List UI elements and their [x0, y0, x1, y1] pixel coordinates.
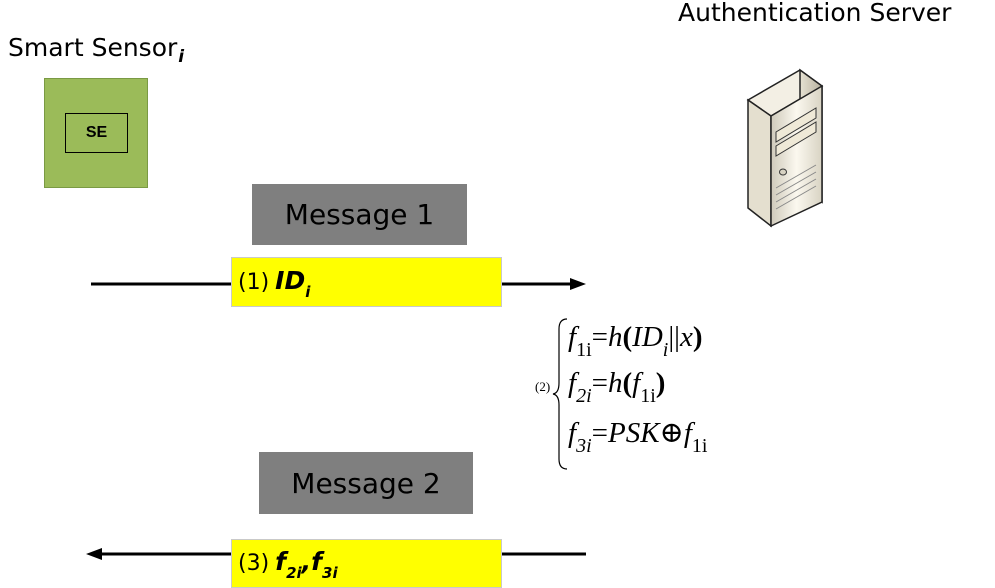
formula-line-1: f1i=h(IDi||x)	[568, 321, 703, 361]
smart-sensor-node: SE	[44, 78, 148, 188]
smart-sensor-title-subscript: i	[178, 47, 185, 67]
formula-1-arg: ID	[632, 321, 663, 353]
server-tower-icon	[746, 68, 824, 228]
secure-element-box: SE	[65, 113, 128, 153]
formula-2-close: )	[655, 367, 666, 399]
message-1-id-subscript: i	[305, 282, 311, 301]
message-2-header: Message 2	[259, 452, 473, 514]
formula-1-x: x	[679, 321, 693, 353]
formula-3-lhs: f	[568, 417, 577, 449]
message-2-value-a: f	[275, 547, 287, 576]
xor-symbol-icon: ⊕	[659, 417, 684, 449]
message-2-values: f2i,f3i	[275, 547, 338, 582]
formula-3-psk: PSK	[607, 417, 660, 449]
smart-sensor-title-text: Smart Sensor	[8, 33, 178, 62]
computation-step: (2)	[535, 379, 551, 394]
left-brace	[552, 318, 568, 470]
message-1-id: IDi	[275, 265, 311, 301]
formula-3-arg-sub: 1i	[691, 434, 708, 457]
authentication-server-title: Authentication Server	[678, 0, 952, 27]
formula-3-lhs-sub: 3i	[576, 434, 592, 457]
formula-1-close: )	[692, 321, 703, 353]
formula-2-fn: h	[607, 367, 623, 399]
formula-2-arg-sub: 1i	[640, 384, 656, 407]
message-2-content: (3) f2i,f3i	[231, 539, 502, 588]
formula-2-arg: f	[632, 367, 641, 399]
message-1-header: Message 1	[252, 184, 467, 245]
formula-1-eq: =	[591, 321, 608, 353]
formula-1-open: (	[622, 321, 633, 353]
formula-2-eq: =	[591, 367, 608, 399]
formula-line-2: f2i=h(f1i)	[568, 367, 666, 407]
message-2-value-b-sub: 3i	[322, 564, 338, 582]
smart-sensor-title: Smart Sensori	[8, 33, 184, 67]
message-1-step: (1)	[238, 269, 270, 295]
message-1-content: (1) IDi	[231, 257, 502, 307]
formula-1-concat: ||	[668, 321, 680, 353]
message-2-value-a-sub: 2i	[286, 564, 302, 582]
formula-2-lhs: f	[568, 367, 577, 399]
secure-element-label: SE	[85, 124, 108, 141]
formula-1-fn: h	[607, 321, 623, 353]
formula-1-arg-sub: i	[662, 338, 669, 361]
formula-2-lhs-sub: 2i	[576, 384, 592, 407]
formula-3-arg: f	[683, 417, 692, 449]
formula-2-open: (	[622, 367, 633, 399]
message-2-value-b: f	[311, 547, 323, 576]
formula-1-lhs: f	[568, 321, 577, 353]
message-2-separator: ,	[301, 547, 312, 576]
formula-1-lhs-sub: 1i	[576, 338, 592, 361]
computation-block: (2) f1i=h(IDi||x) f2i=h(f1i) f3i=PSK⊕f1i	[535, 313, 795, 473]
message-2-step: (3)	[238, 551, 270, 576]
formula-line-3: f3i=PSK⊕f1i	[568, 415, 708, 457]
formula-3-eq: =	[591, 417, 608, 449]
message-1-id-text: ID	[275, 265, 306, 295]
